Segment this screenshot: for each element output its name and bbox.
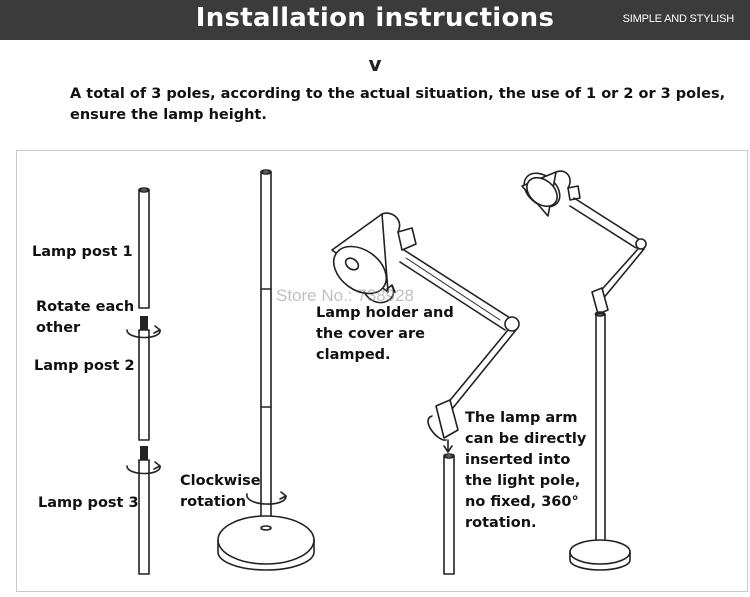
lamp-arm-illustration (399, 249, 520, 441)
post-connector-1 (140, 316, 148, 330)
label-clockwise-line-2: rotation (180, 494, 247, 510)
lamp-post-2-illustration (138, 329, 150, 441)
label-holder-line-3: clamped. (316, 347, 391, 363)
rotation-arrow-icon (126, 329, 161, 339)
intro-line-1: A total of 3 poles, according to the act… (70, 86, 726, 102)
label-arm-line-1: The lamp arm (465, 410, 578, 426)
label-clockwise-line-1: Clockwise (180, 473, 261, 489)
rotation-arrow-icon (126, 465, 161, 475)
header-bar: Installation instructions SIMPLE AND STY… (0, 0, 750, 40)
light-pole-illustration (443, 453, 455, 575)
label-arm-line-2: can be directly (465, 431, 587, 447)
post-connector-2 (140, 446, 148, 460)
label-lamp-post-3: Lamp post 3 (38, 495, 139, 511)
label-arm-line-3: inserted into (465, 452, 571, 468)
assembled-pole-illustration (217, 169, 315, 571)
header-tagline: SIMPLE AND STYLISH (622, 13, 735, 25)
label-rotate-line-1: Rotate each (36, 299, 135, 315)
label-rotate-line-2: other (36, 320, 81, 336)
rotation-arrow-icon (246, 493, 287, 505)
store-watermark: Store No.: 738928 (276, 286, 414, 305)
assembled-lamp-illustration (521, 170, 647, 571)
lamp-post-3-illustration (138, 459, 150, 575)
label-holder-line-2: the cover are (316, 326, 425, 342)
intro-text: A total of 3 poles, according to the act… (70, 84, 750, 126)
lamp-post-1-illustration (138, 187, 150, 309)
page-title: Installation instructions (195, 3, 555, 33)
label-lamp-post-1: Lamp post 1 (32, 244, 133, 260)
label-lamp-post-2: Lamp post 2 (34, 358, 135, 374)
label-holder-line-1: Lamp holder and (316, 305, 454, 321)
intro-line-2: ensure the lamp height. (70, 107, 267, 123)
lamp-head-illustration (331, 212, 417, 295)
label-arm-line-4: the light pole, (465, 473, 581, 489)
label-arm-line-6: rotation. (465, 515, 537, 531)
label-arm-line-5: no fixed, 360° (465, 494, 579, 510)
chevron-down-icon: v (368, 52, 382, 76)
